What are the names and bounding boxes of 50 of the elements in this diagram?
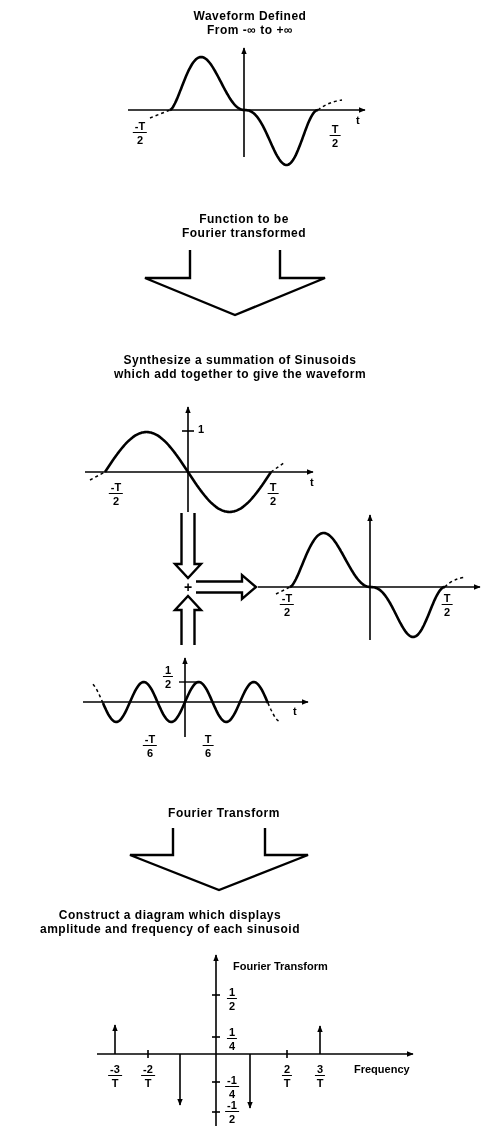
fraction-denominator: 2 bbox=[163, 678, 173, 690]
fraction-denominator: 2 bbox=[442, 606, 452, 618]
fraction-numerator: -T bbox=[279, 592, 295, 605]
fraction-numerator: -3 bbox=[108, 1063, 122, 1076]
fraction-denominator: 2 bbox=[111, 495, 121, 507]
fraction-numerator: -T bbox=[142, 733, 158, 746]
fraction-numerator: 3 bbox=[314, 1063, 326, 1076]
fraction-denominator: 6 bbox=[203, 747, 213, 759]
heading-text: Synthesize a summation of Sinusoids which add together to give the waveform bbox=[112, 353, 368, 381]
fraction-denominator: 2 bbox=[330, 137, 340, 149]
waveform-plot bbox=[256, 514, 482, 640]
fraction-numerator: T bbox=[267, 481, 279, 494]
fraction-denominator: 2 bbox=[135, 134, 145, 146]
axis-label: Frequency bbox=[353, 1063, 411, 1075]
heading-text: Waveform Defined From -∞ to +∞ bbox=[192, 9, 308, 37]
fraction-numerator: -1 bbox=[225, 1074, 239, 1087]
fraction-numerator: -2 bbox=[141, 1063, 155, 1076]
hollow-arrow bbox=[194, 572, 258, 602]
fraction-numerator: 2 bbox=[281, 1063, 293, 1076]
chart-title: Fourier Transform bbox=[232, 960, 329, 972]
fraction-denominator: 2 bbox=[227, 1113, 237, 1125]
fraction-numerator: -T bbox=[132, 120, 148, 133]
tick-label: 1 bbox=[197, 423, 206, 435]
hollow-arrow bbox=[128, 826, 310, 892]
hollow-arrow bbox=[172, 511, 204, 580]
axis-label: t bbox=[309, 476, 315, 488]
fraction-denominator: T bbox=[315, 1077, 325, 1089]
fraction-denominator: 2 bbox=[282, 606, 292, 618]
fraction-denominator: T bbox=[143, 1077, 153, 1089]
fraction-numerator: 1 bbox=[162, 664, 174, 677]
hollow-arrow bbox=[172, 594, 204, 647]
hollow-arrow bbox=[143, 248, 327, 317]
fraction-denominator: T bbox=[282, 1077, 292, 1089]
fraction-numerator: -1 bbox=[225, 1099, 239, 1112]
fraction-denominator: 4 bbox=[227, 1040, 237, 1052]
heading-text: Construct a diagram which displays amplitude and frequency of each sinusoid bbox=[38, 908, 301, 936]
fraction-denominator: 2 bbox=[268, 495, 278, 507]
axis-label: t bbox=[292, 705, 298, 717]
plus-sign: + bbox=[182, 578, 194, 596]
fraction-numerator: -T bbox=[108, 481, 124, 494]
fraction-denominator: 6 bbox=[145, 747, 155, 759]
fraction-numerator: T bbox=[441, 592, 453, 605]
fraction-numerator: 1 bbox=[226, 986, 238, 999]
axis-label: t bbox=[355, 114, 361, 126]
fraction-denominator: T bbox=[110, 1077, 120, 1089]
fraction-denominator: 2 bbox=[227, 1000, 237, 1012]
fraction-denominator: 4 bbox=[227, 1088, 237, 1100]
fraction-numerator: T bbox=[202, 733, 214, 746]
fraction-numerator: 1 bbox=[226, 1026, 238, 1039]
fraction-numerator: T bbox=[329, 123, 341, 136]
